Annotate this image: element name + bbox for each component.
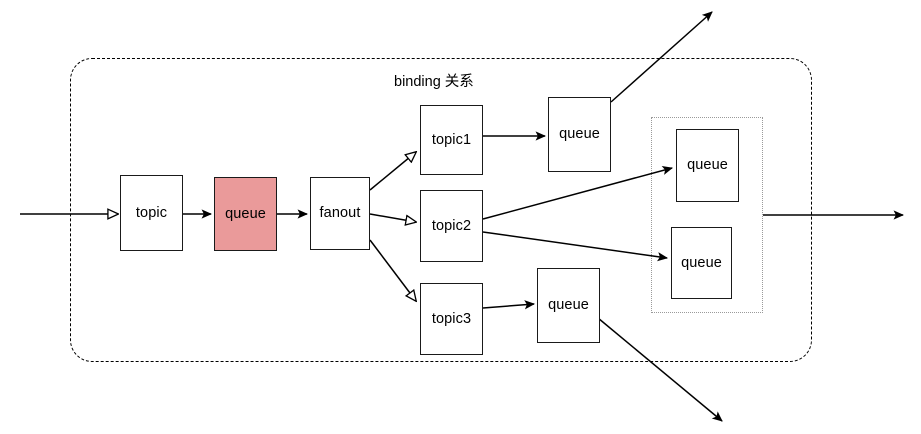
- node-topic[interactable]: topic: [120, 175, 183, 251]
- node-label-queue0: queue: [225, 205, 266, 222]
- node-queue3[interactable]: queue: [671, 227, 732, 299]
- node-label-topic1: topic1: [431, 131, 472, 148]
- node-label-topic2: topic2: [431, 217, 472, 234]
- node-topic3[interactable]: topic3: [420, 283, 483, 355]
- node-label-queue3: queue: [681, 254, 722, 271]
- node-topic2[interactable]: topic2: [420, 190, 483, 262]
- node-queue0[interactable]: queue: [214, 177, 277, 251]
- node-label-fanout: fanout: [319, 205, 361, 222]
- node-fanout[interactable]: fanout: [310, 177, 370, 250]
- node-label-queue1: queue: [559, 126, 600, 143]
- node-queue2[interactable]: queue: [676, 129, 739, 202]
- node-queue1[interactable]: queue: [548, 97, 611, 172]
- node-label-topic3: topic3: [431, 310, 472, 327]
- node-label-queue2: queue: [687, 157, 728, 174]
- diagram-title: binding 关系: [394, 74, 474, 90]
- node-label-topic: topic: [135, 204, 168, 221]
- node-label-queue4: queue: [548, 297, 589, 314]
- node-queue4[interactable]: queue: [537, 268, 600, 343]
- binding-relationship-boundary: [70, 58, 812, 362]
- node-topic1[interactable]: topic1: [420, 105, 483, 175]
